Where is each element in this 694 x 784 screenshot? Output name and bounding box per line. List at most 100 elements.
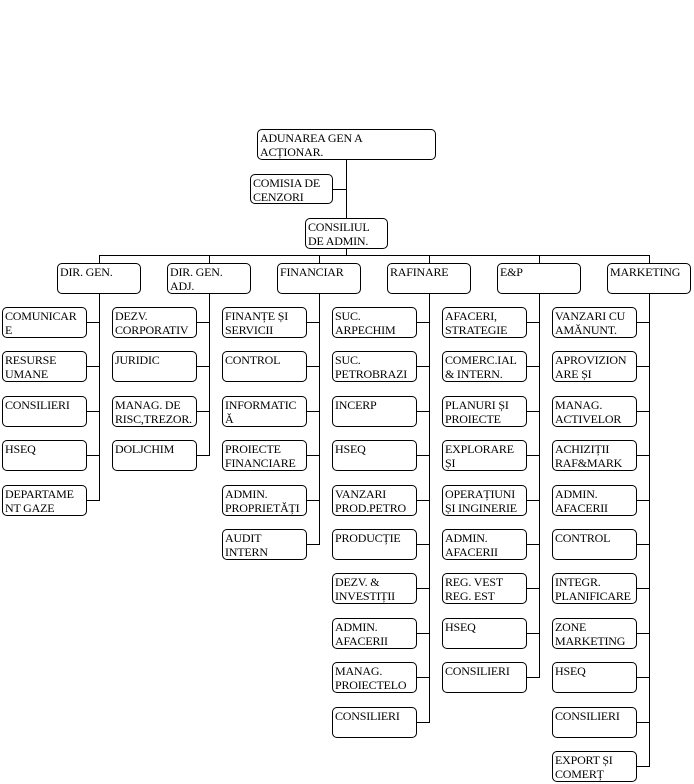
department-3-unit: ADMIN. AFACERII xyxy=(332,618,417,649)
connector-line xyxy=(197,366,209,367)
department-4-unit: EXPLORARE ȘI xyxy=(442,440,527,471)
department-5-unit: ZONE MARKETING xyxy=(552,618,637,649)
connector-line xyxy=(527,455,539,456)
connector-line xyxy=(417,588,429,589)
connector-line xyxy=(417,366,429,367)
department-1-unit: DOLJCHIM xyxy=(112,440,197,471)
department-5-unit: ACHIZIȚII RAF&MARK xyxy=(552,440,637,471)
department-5-unit: MANAG. ACTIVELOR xyxy=(552,396,637,427)
column-line xyxy=(539,294,540,678)
connector-line xyxy=(527,411,539,412)
department-2-unit: AUDIT INTERN xyxy=(222,529,307,560)
department-0-unit: COMUNICAR E xyxy=(2,307,87,338)
connector-line xyxy=(637,544,649,545)
column-line xyxy=(429,294,430,723)
department-4-unit: PLANURI ȘI PROIECTE xyxy=(442,396,527,427)
connector-line xyxy=(527,322,539,323)
node-comisia-cenzori: COMISIA DE CENZORI xyxy=(250,174,333,204)
connector-line xyxy=(417,322,429,323)
column-line xyxy=(649,294,650,767)
department-4-unit: OPERAȚIUNI ȘI INGINERIE xyxy=(442,485,527,516)
department-0-unit: RESURSE UMANE xyxy=(2,351,87,382)
department-4-unit: CONSILIERI xyxy=(442,662,527,693)
connector-line xyxy=(539,255,540,263)
connector-line xyxy=(346,160,347,218)
node-adunarea-generala: ADUNAREA GEN A ACȚIONAR. xyxy=(257,129,436,160)
department-2-unit: FINANȚE ȘI SERVICII xyxy=(222,307,307,338)
department-4-unit: HSEQ xyxy=(442,618,527,649)
department-5-unit: INTEGR. PLANIFICARE xyxy=(552,573,637,604)
connector-line xyxy=(417,633,429,634)
department-bus-line xyxy=(99,255,650,256)
department-4-header: E&P xyxy=(497,263,581,294)
connector-line xyxy=(307,411,319,412)
connector-line xyxy=(307,366,319,367)
department-2-unit: ADMIN. PROPRIETĂȚI xyxy=(222,485,307,516)
connector-line xyxy=(307,500,319,501)
department-1-unit: DEZV. CORPORATIV xyxy=(112,307,197,338)
department-2-unit: CONTROL xyxy=(222,351,307,382)
connector-line xyxy=(637,500,649,501)
department-5-unit: CONSILIERI xyxy=(552,707,637,738)
department-0-unit: DEPARTAME NT GAZE xyxy=(2,485,87,516)
connector-line xyxy=(417,544,429,545)
connector-line xyxy=(197,455,209,456)
department-5-unit: ADMIN. AFACERII xyxy=(552,485,637,516)
connector-line xyxy=(429,255,430,263)
connector-line xyxy=(87,500,99,501)
connector-line xyxy=(637,588,649,589)
connector-line xyxy=(319,255,320,263)
department-1-unit: MANAG. DE RISC,TREZOR. xyxy=(112,396,197,427)
department-3-unit: SUC. ARPECHIM xyxy=(332,307,417,338)
department-5-header: MARKETING xyxy=(607,263,691,294)
department-3-unit: HSEQ xyxy=(332,440,417,471)
department-3-unit: CONSILIERI xyxy=(332,707,417,738)
connector-line xyxy=(87,366,99,367)
connector-line xyxy=(197,322,209,323)
connector-line xyxy=(527,677,539,678)
connector-line xyxy=(346,249,347,256)
department-3-unit: SUC. PETROBRAZI xyxy=(332,351,417,382)
connector-line xyxy=(209,255,210,263)
department-5-unit: APROVIZION ARE ȘI xyxy=(552,351,637,382)
connector-line xyxy=(637,677,649,678)
connector-line xyxy=(307,455,319,456)
connector-line xyxy=(87,455,99,456)
department-1-unit: JURIDIC xyxy=(112,351,197,382)
connector-line xyxy=(307,544,319,545)
connector-line xyxy=(99,255,100,263)
department-3-unit: VANZARI PROD.PETRO xyxy=(332,485,417,516)
connector-line xyxy=(417,722,429,723)
department-0-header: DIR. GEN. xyxy=(57,263,141,294)
department-2-unit: PROIECTE FINANCIARE xyxy=(222,440,307,471)
department-3-unit: MANAG. PROIECTELO xyxy=(332,662,417,693)
connector-line xyxy=(527,633,539,634)
connector-line xyxy=(649,255,650,263)
department-0-unit: HSEQ xyxy=(2,440,87,471)
connector-line xyxy=(637,633,649,634)
connector-line xyxy=(637,411,649,412)
department-2-unit: INFORMATIC Ă xyxy=(222,396,307,427)
connector-line xyxy=(637,322,649,323)
department-1-header: DIR. GEN. ADJ. xyxy=(167,263,251,294)
connector-line xyxy=(197,411,209,412)
column-line xyxy=(209,294,210,456)
connector-line xyxy=(417,411,429,412)
connector-line xyxy=(333,189,346,190)
connector-line xyxy=(637,455,649,456)
node-consiliul-admin: CONSILIUL DE ADMIN. xyxy=(305,218,388,249)
department-5-unit: CONTROL xyxy=(552,529,637,560)
column-line xyxy=(99,294,100,501)
department-2-header: FINANCIAR xyxy=(277,263,361,294)
department-4-unit: ADMIN. AFACERII xyxy=(442,529,527,560)
connector-line xyxy=(637,766,649,767)
department-3-unit: DEZV. & INVESTIȚII xyxy=(332,573,417,604)
department-4-unit: COMERC.IAL & INTERN. xyxy=(442,351,527,382)
connector-line xyxy=(637,366,649,367)
department-5-unit: VANZARI CU AMĂNUNT. xyxy=(552,307,637,338)
department-0-unit: CONSILIERI xyxy=(2,396,87,427)
department-4-unit: AFACERI, STRATEGIE xyxy=(442,307,527,338)
connector-line xyxy=(307,322,319,323)
department-5-unit: HSEQ xyxy=(552,662,637,693)
